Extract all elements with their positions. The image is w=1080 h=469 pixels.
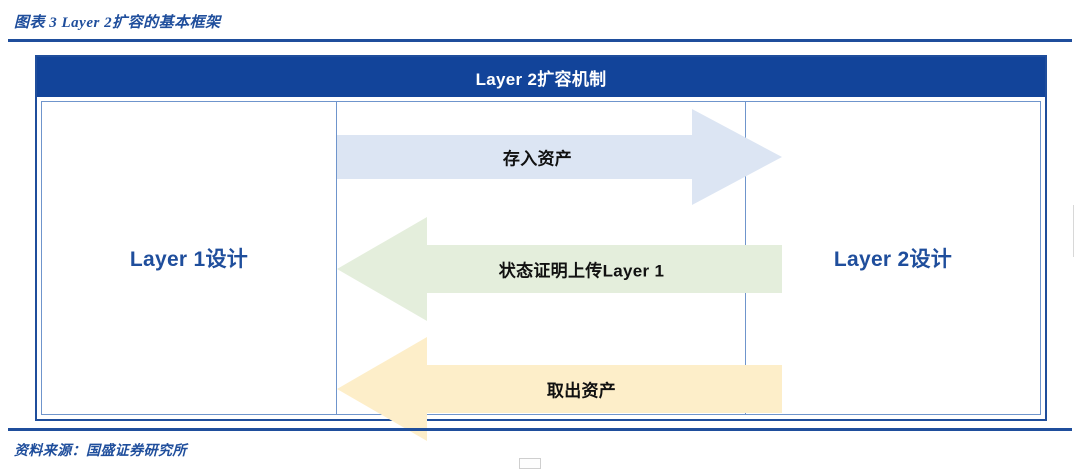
panel-layer2: Layer 2设计 (745, 101, 1041, 415)
panel-layer1-label: Layer 1设计 (129, 248, 249, 271)
panel-layer2-label: Layer 2设计 (833, 248, 953, 271)
page-edge-artifact (1073, 205, 1079, 257)
diagram-frame: Layer 2扩容机制 Layer 1设计 Layer 2设计 存入资产 状态 (35, 55, 1047, 441)
diagram-body: Layer 1设计 Layer 2设计 存入资产 状态证明上传Layer 1 (37, 97, 1045, 441)
page-number-artifact (519, 458, 541, 469)
source-divider-rule (8, 428, 1072, 431)
caption-divider-rule (8, 39, 1072, 42)
source-note: 资料来源：国盛证券研究所 (14, 444, 187, 459)
figure-caption: 图表 3 Layer 2扩容的基本框架 (14, 15, 221, 31)
panel-middle-flows (337, 101, 745, 415)
panel-layer1: Layer 1设计 (41, 101, 337, 415)
diagram-header-title: Layer 2扩容机制 (37, 57, 1045, 97)
